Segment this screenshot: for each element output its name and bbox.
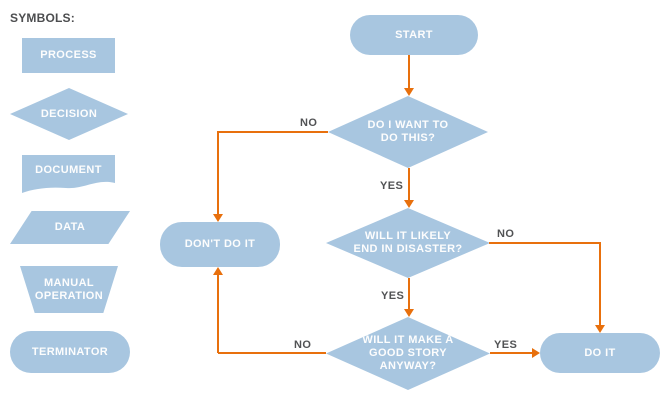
connector-q1-no-horizontal	[218, 131, 328, 133]
legend-document-label: DOCUMENT	[35, 164, 102, 176]
edge-label-q2-no: NO	[497, 228, 515, 240]
connector-start-to-q1	[408, 55, 410, 88]
node-do-it-label: DO IT	[584, 346, 616, 359]
legend-data-label: DATA	[54, 221, 86, 233]
legend-manual-operation-label: MANUAL OPERATION	[34, 276, 104, 302]
node-dont-do-it: DON'T DO IT	[160, 222, 280, 267]
connector-q2-no-horizontal	[489, 242, 601, 244]
connector-q3-no-vertical	[217, 275, 219, 353]
node-dont-do-it-label: DON'T DO IT	[184, 238, 256, 250]
connector-q2-yes-to-q3	[408, 278, 410, 309]
edge-label-q1-yes: YES	[380, 180, 404, 192]
connector-q2-no-vertical	[599, 242, 601, 325]
arrowhead-q3-no-to-dont-do-it	[213, 267, 223, 275]
edge-label-q3-yes: YES	[494, 339, 518, 351]
legend-decision-label: DECISION	[40, 107, 98, 120]
arrowhead-q1-no-to-dont-do-it	[213, 214, 223, 222]
edge-label-q3-no: NO	[294, 339, 312, 351]
arrowhead-q2-no-to-do-it	[595, 325, 605, 333]
node-q2-label: WILL IT LIKELY END IN DISASTER?	[353, 230, 463, 255]
legend-data-shape: DATA	[10, 211, 130, 244]
node-decision-do-i-want-to-do-this: DO I WANT TO DO THIS?	[328, 96, 488, 168]
node-do-it: DO IT	[540, 333, 660, 373]
arrowhead-q2-yes-to-q3	[404, 309, 414, 317]
node-decision-will-it-make-a-good-story: WILL IT MAKE A GOOD STORY ANYWAY?	[326, 317, 490, 390]
legend-title: SYMBOLS:	[10, 11, 75, 25]
node-start: START	[350, 15, 478, 55]
arrowhead-q3-yes-to-do-it	[532, 348, 540, 358]
legend-process-shape: PROCESS	[22, 38, 115, 73]
legend-terminator-label: TERMINATOR	[31, 345, 109, 358]
legend-decision-shape: DECISION	[10, 88, 128, 140]
legend-process-label: PROCESS	[40, 49, 97, 61]
legend-manual-operation-shape: MANUAL OPERATION	[20, 266, 118, 313]
connector-q1-yes-to-q2	[408, 168, 410, 201]
connector-q3-yes-horizontal	[490, 352, 532, 354]
node-decision-will-it-likely-end-in-disaster: WILL IT LIKELY END IN DISASTER?	[326, 208, 490, 278]
arrowhead-start-to-q1	[404, 88, 414, 96]
edge-label-q1-no: NO	[300, 117, 318, 129]
node-q1-label: DO I WANT TO DO THIS?	[367, 119, 449, 144]
document-wave-shape	[22, 155, 115, 193]
arrowhead-q1-yes-to-q2	[404, 200, 414, 208]
node-start-label: START	[395, 28, 433, 41]
node-q3-label: WILL IT MAKE A GOOD STORY ANYWAY?	[362, 334, 454, 372]
edge-label-q2-yes: YES	[381, 290, 405, 302]
connector-q1-no-vertical	[217, 131, 219, 214]
legend-document-shape: DOCUMENT	[22, 155, 115, 193]
connector-q3-no-horizontal	[218, 352, 326, 354]
legend-terminator-shape: TERMINATOR	[10, 331, 130, 373]
